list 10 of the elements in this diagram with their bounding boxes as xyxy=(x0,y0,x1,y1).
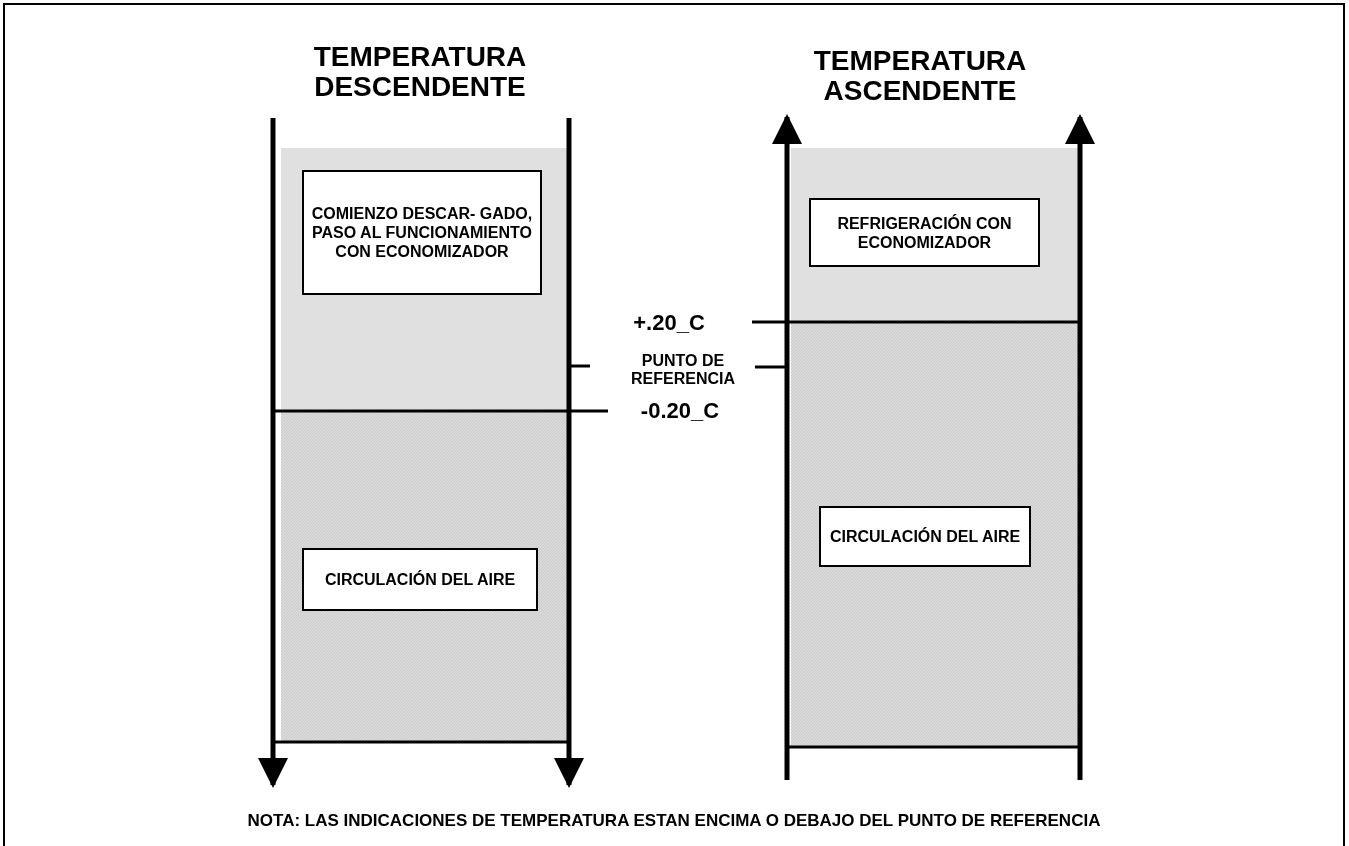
text-box: COMIENZO DESCAR- GADO, PASO AL FUNCIONAMIENTO CON ECONOMIZADOR xyxy=(302,170,542,295)
column-title: TEMPERATURA DESCENDENTE xyxy=(312,42,528,102)
text-box: CIRCULACIÓN DEL AIRE xyxy=(819,506,1031,567)
temperature-value: -0.20_C xyxy=(639,398,721,424)
column-title: TEMPERATURA ASCENDENTE xyxy=(812,46,1028,106)
note-text: NOTA: LAS INDICACIONES DE TEMPERATURA ESTAN ENCIMA O DEBAJO DEL PUNTO DE REFERENCIA xyxy=(246,810,1102,832)
text-box: REFRIGERACIÓN CON ECONOMIZADOR xyxy=(809,198,1040,267)
temperature-value: +.20_C xyxy=(632,310,706,336)
text-box: CIRCULACIÓN DEL AIRE xyxy=(302,548,538,611)
setpoint-label: PUNTO DE REFERENCIA xyxy=(630,352,736,388)
